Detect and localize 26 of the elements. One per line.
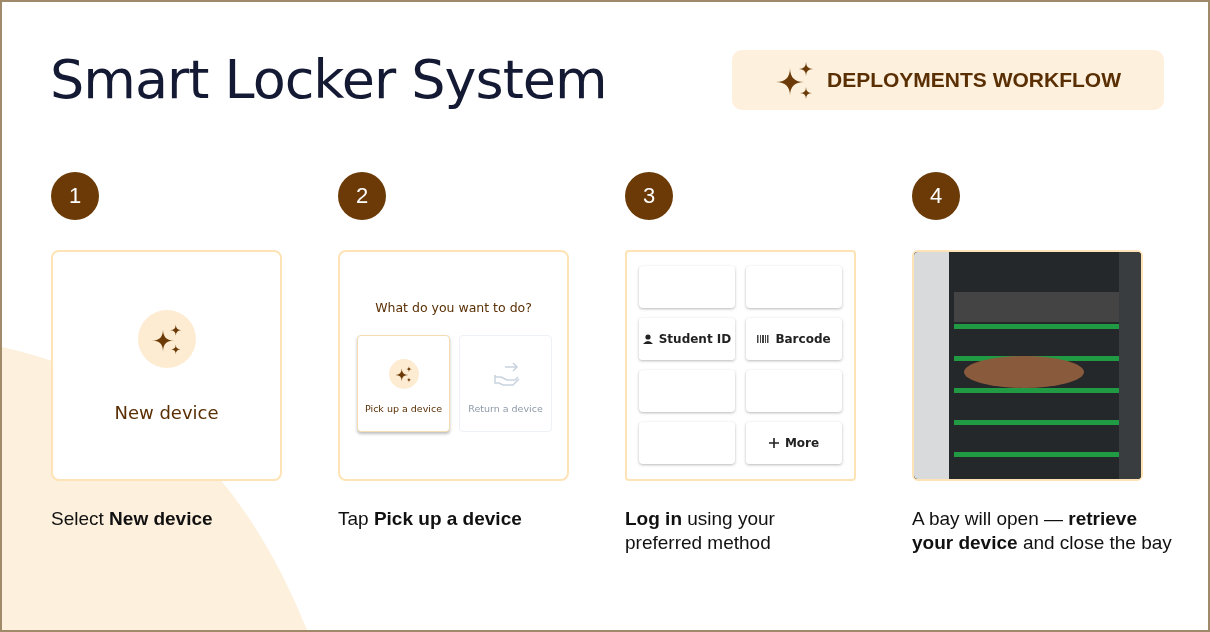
step-number: 2 bbox=[338, 172, 386, 220]
step-number: 3 bbox=[625, 172, 673, 220]
step-number: 4 bbox=[912, 172, 960, 220]
title: Smart Locker System bbox=[50, 48, 607, 111]
login-option-button: More bbox=[746, 422, 842, 464]
tag-text: DEPLOYMENTS WORKFLOW bbox=[827, 68, 1121, 92]
login-option-button bbox=[746, 370, 842, 412]
screen-card bbox=[51, 250, 282, 481]
tag-banner bbox=[732, 50, 1164, 110]
step-caption: A bay will open — retrieve your device and close the bay bbox=[912, 507, 1173, 555]
step-number: 1 bbox=[51, 172, 99, 220]
step-caption: Select New device bbox=[51, 507, 214, 531]
screen-prompt: What do you want to do? bbox=[374, 300, 533, 315]
option-button: Pick up a device bbox=[357, 335, 450, 432]
screen-card bbox=[338, 250, 569, 481]
login-option-button bbox=[639, 266, 735, 308]
step-caption: Log in using your preferred method bbox=[625, 507, 776, 555]
login-option-button bbox=[746, 266, 842, 308]
login-option-button: Barcode bbox=[746, 318, 842, 360]
option-text: New device bbox=[113, 402, 220, 423]
login-panel bbox=[625, 250, 856, 481]
step-caption: Tap Pick up a device bbox=[338, 507, 523, 531]
login-option-button bbox=[639, 370, 735, 412]
login-option-button bbox=[639, 422, 735, 464]
login-option-button: Student ID bbox=[639, 318, 735, 360]
disabled-option-button: Return a device bbox=[459, 335, 552, 432]
